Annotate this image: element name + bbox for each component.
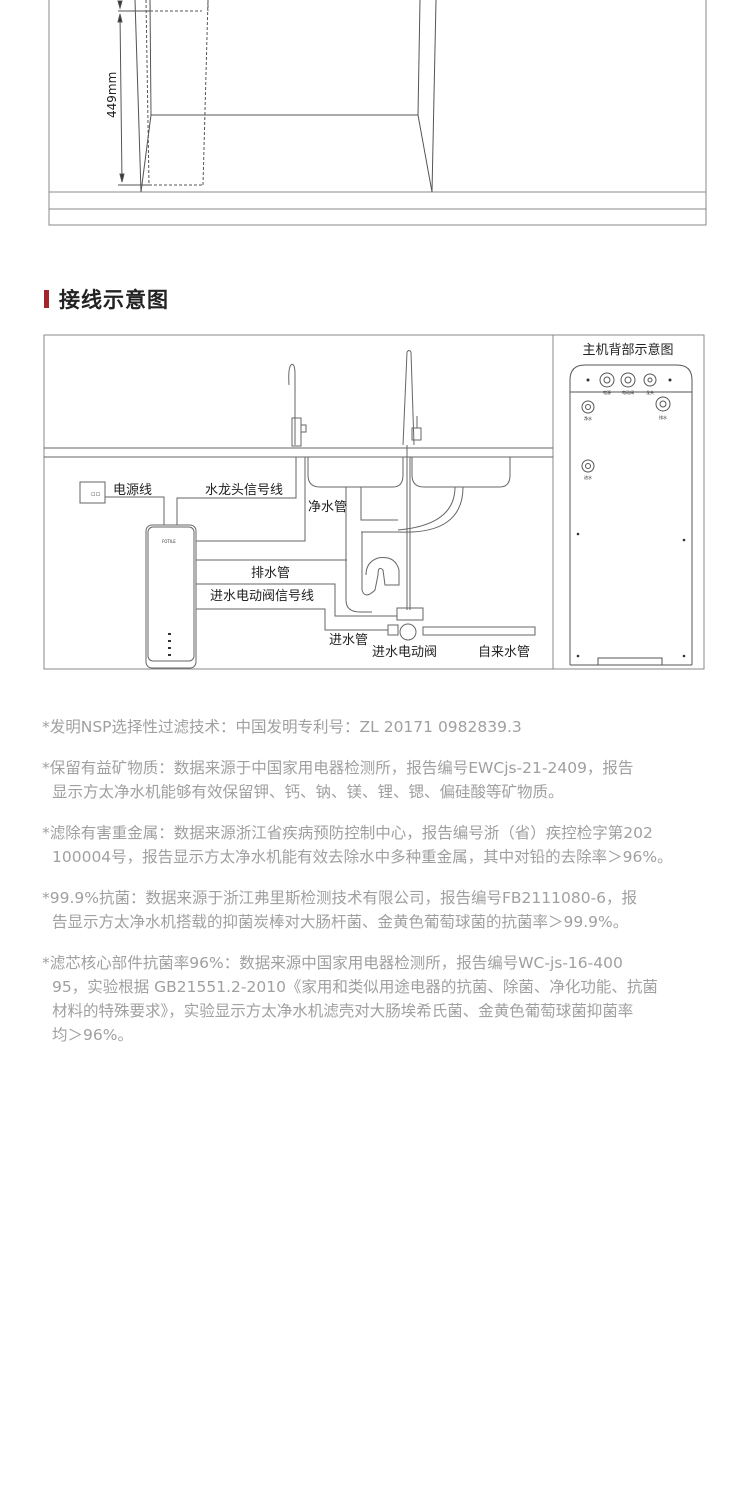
label-drain-pipe: 排水管 — [251, 566, 290, 581]
footnote-line: 均＞96%。 — [52, 1026, 133, 1044]
port-label: 电源 — [603, 389, 611, 395]
title-accent-bar — [44, 290, 49, 308]
footnote: *99.9%抗菌：数据来源于浙江弗里斯检测技术有限公司，报告编号FB211108… — [42, 886, 712, 934]
dimension-label: 449mm — [105, 72, 119, 118]
section-title-text: 接线示意图 — [59, 288, 169, 312]
label-faucet-signal: 水龙头信号线 — [205, 483, 283, 498]
cabinet-dimension-drawing — [48, 0, 707, 226]
label-inlet-valve-signal: 进水电动阀信号线 — [210, 589, 314, 604]
footnote-line: *保留有益矿物质：数据来源于中国家用电器检测所，报告编号EWCjs-21-240… — [42, 759, 634, 777]
wiring-diagram — [43, 334, 705, 670]
footnote-line: *滤除有害重金属：数据来源浙江省疾病预防控制中心，报告编号浙（省）疾控检字第20… — [42, 824, 653, 842]
label-inlet-pipe: 进水管 — [329, 633, 368, 648]
footnote: *滤除有害重金属：数据来源浙江省疾病预防控制中心，报告编号浙（省）疾控检字第20… — [42, 821, 712, 869]
footnote-line: 100004号，报告显示方太净水机能有效去除水中多种重金属，其中对铅的去除率＞9… — [52, 848, 673, 866]
back-panel-drawing — [569, 364, 693, 666]
footnote-line: *发明NSP选择性过滤技术：中国发明专利号：ZL 20171 0982839.3 — [42, 718, 522, 736]
brand-logo: FOTILE — [162, 539, 176, 544]
footnote-line: *滤芯核心部件抗菌率96%：数据来源中国家用电器检测所，报告编号WC-js-16… — [42, 954, 623, 972]
diagrams: 449mm — [43, 0, 707, 670]
port-label: 净水 — [584, 415, 592, 421]
footnote: *滤芯核心部件抗菌率96%：数据来源中国家用电器检测所，报告编号WC-js-16… — [42, 951, 712, 1047]
footnote: *发明NSP选择性过滤技术：中国发明专利号：ZL 20171 0982839.3 — [42, 715, 712, 739]
port-label: 龙头 — [646, 389, 654, 395]
section-title: 接线示意图 — [44, 284, 169, 314]
footnote-line: *99.9%抗菌：数据来源于浙江弗里斯检测技术有限公司，报告编号FB211108… — [42, 889, 638, 907]
label-power-cord: 电源线 — [113, 483, 152, 498]
back-panel-port-labels: 电源 电动阀 龙头 净水 排水 进水 — [584, 389, 667, 480]
footnote: *保留有益矿物质：数据来源于中国家用电器检测所，报告编号EWCjs-21-240… — [42, 756, 712, 804]
label-pure-pipe: 净水管 — [308, 500, 347, 515]
back-panel-title: 主机背部示意图 — [582, 342, 673, 358]
footnote-line: 告显示方太净水机搭载的抑菌炭棒对大肠杆菌、金黄色葡萄球菌的抗菌率＞99.9%。 — [52, 913, 629, 931]
label-inlet-valve: 进水电动阀 — [372, 645, 437, 660]
footnote-line: 材料的特殊要求》，实验显示方太净水机滤壳对大肠埃希氏菌、金黄色葡萄球菌抑菌率 — [52, 1002, 634, 1020]
port-label: 进水 — [584, 474, 592, 480]
label-tap-pipe: 自来水管 — [478, 645, 530, 660]
port-label: 排水 — [659, 414, 667, 420]
footnotes: *发明NSP选择性过滤技术：中国发明专利号：ZL 20171 0982839.3… — [42, 715, 712, 1064]
footnote-line: 95，实验根据 GB21551.2-2010《家用和类似用途电器的抗菌、除菌、净… — [52, 978, 658, 996]
indicator-lights — [168, 633, 171, 656]
socket-icon: ▫▫ — [91, 490, 101, 498]
footnote-line: 显示方太净水机能够有效保留钾、钙、钠、镁、锂、锶、偏硅酸等矿物质。 — [52, 783, 564, 801]
port-label: 电动阀 — [622, 389, 634, 395]
